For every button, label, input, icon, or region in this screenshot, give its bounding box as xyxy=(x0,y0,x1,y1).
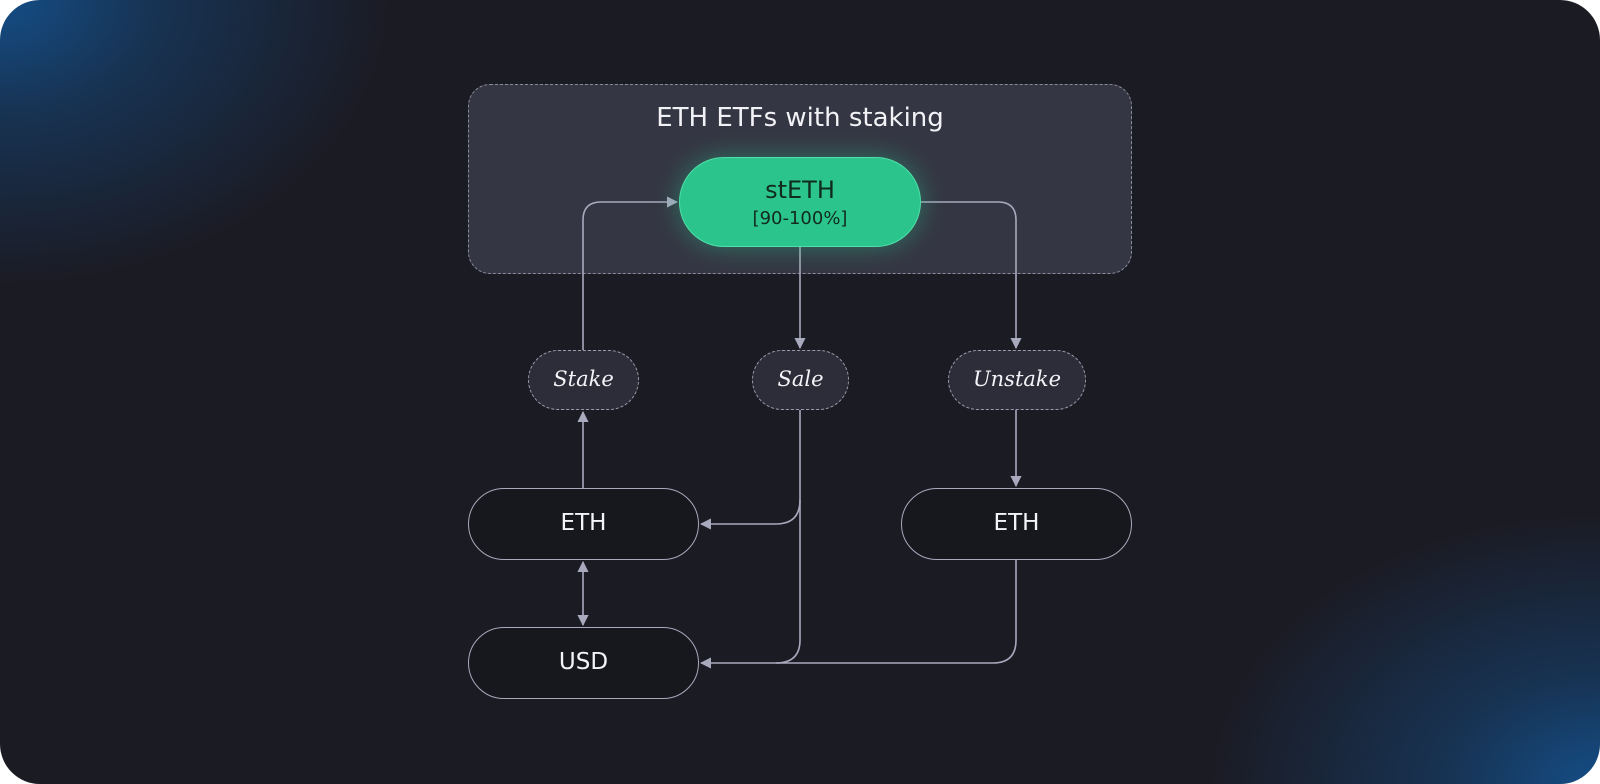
stake-to-steth-arrow xyxy=(582,196,679,350)
stake-node: Stake xyxy=(528,350,639,410)
sale-node: Sale xyxy=(752,350,849,410)
steth-node: stETH [90-100%] xyxy=(679,157,921,247)
group-title: ETH ETFs with staking xyxy=(656,103,944,133)
steth-range-label: [90-100%] xyxy=(752,208,848,229)
eth-left-node: ETH xyxy=(468,488,699,560)
unstake-node: Unstake xyxy=(948,350,1086,410)
eth-right-node: ETH xyxy=(901,488,1132,560)
usd-node: USD xyxy=(468,627,699,699)
steth-label: stETH xyxy=(765,176,835,204)
eth-right-to-usd-arrow xyxy=(699,560,1017,669)
steth-to-unstake-arrow xyxy=(921,201,1022,350)
sale-to-eth-arrow xyxy=(699,410,801,530)
